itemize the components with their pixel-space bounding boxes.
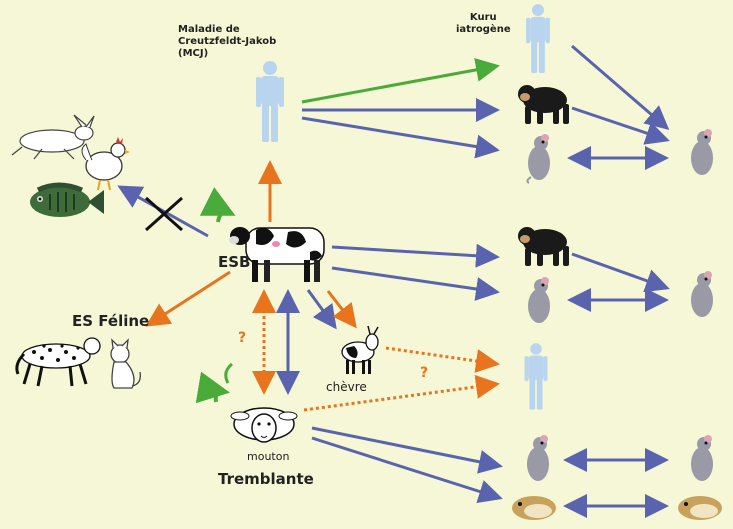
arrow-human-to-kuru [301,58,500,104]
arrows [117,44,670,518]
arrow-chimp-to-mouse [571,106,670,145]
mcj-label: Maladie de Creutzfeldt-Jakob (MCJ) [178,24,276,60]
fish-icon [30,182,104,217]
cat-icon [110,338,141,389]
esb-label: ESB [218,253,251,271]
arrow-sheep-to-human [303,374,500,412]
arrow-cow-to-goat-orange [326,290,357,329]
arrow-cow-to-poultry [117,185,209,238]
arrow-human-to-mouse [301,116,500,159]
arrow-cow-to-mouse [331,266,500,301]
arrow-sheep-to-mouse [311,426,503,474]
es-feline-label: ES Féline [72,312,150,330]
goat-icon [341,325,379,374]
kuru-label-line2: iatrogène [456,24,511,35]
kuru-label: Kuru iatrogène [456,12,511,36]
arrow-cow-to-cats [145,270,231,327]
chimpanzee-icon [518,85,569,124]
arrow-goat-to-human [385,346,500,373]
kuru-label-line1: Kuru [469,12,497,23]
arrow-sheep-to-hamster [311,436,503,504]
chicken-icon [81,137,130,191]
arrow-kuru-to-mouse [571,44,670,130]
cheetah-icon [15,337,101,387]
arrow-cow-to-chimp [331,243,500,268]
question-mark-cow-sheep: ? [238,330,247,346]
hamster-icon [678,496,722,520]
mouse-icon [526,134,550,184]
tremblante-label: Tremblante [218,470,314,488]
mouse-icon [691,271,713,317]
mcj-label-line1: Maladie de [178,24,240,35]
question-mark-goat-human: ? [420,365,429,381]
mouse-icon [691,129,713,175]
chevre-label: chèvre [326,380,367,394]
mcj-label-line2: Creutzfeldt-Jakob [178,36,277,47]
human-silhouette-icon [526,4,550,73]
circular-arrow-icon [195,187,236,404]
human-silhouette-icon [256,61,284,142]
mcj-label-line3: (MCJ) [178,48,209,59]
cow-icon [229,227,325,282]
cross-icon [145,196,183,232]
human-silhouette-icon [524,343,548,410]
mouse-icon [691,435,713,481]
mouton-label: mouton [247,450,290,463]
mouse-icon [527,435,549,481]
mouse-icon [528,277,550,323]
arrow-cow-to-goat-blue [306,289,337,330]
sheep-icon [230,407,298,443]
hamster-icon [512,496,556,520]
arrow-chimp-mid-to-mouse [571,252,670,293]
rabbit-icon [11,114,95,160]
chimpanzee-icon [518,227,569,266]
